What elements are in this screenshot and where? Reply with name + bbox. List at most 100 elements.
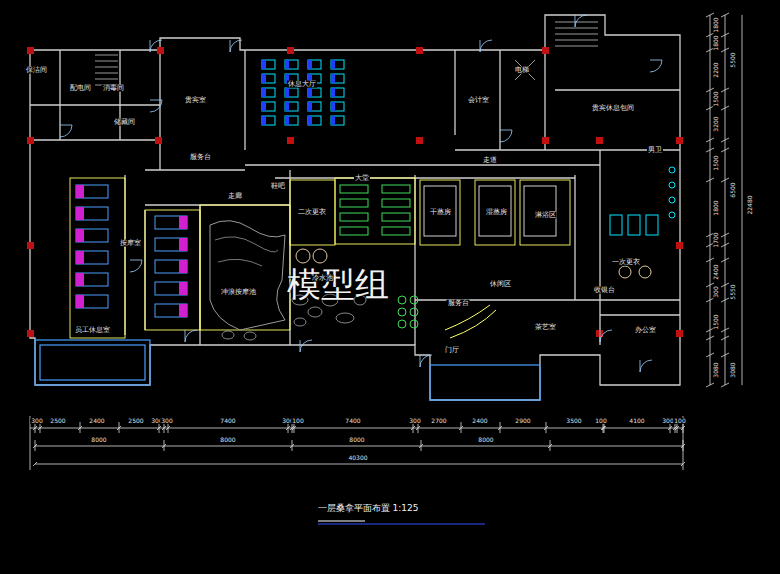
dimension-tick <box>706 148 729 152</box>
drawing-title: 一层桑拿平面布置 1:125 <box>317 504 420 513</box>
bench <box>340 227 368 235</box>
bench <box>340 185 368 193</box>
dimension-text: 100 <box>673 418 686 424</box>
massage-bed <box>76 251 108 264</box>
room-label: 休息大厅 <box>287 81 317 88</box>
dimension-tick <box>706 258 729 262</box>
door-swing <box>480 40 492 52</box>
lounge-chair <box>285 116 298 125</box>
room-label: 二次更衣 <box>297 209 327 216</box>
bed-pillow <box>76 251 84 264</box>
dimension-text: 2400 <box>88 418 105 424</box>
room-label: 消毒间 <box>102 85 125 92</box>
dimension-text: 8000 <box>90 437 107 443</box>
room-label: 员工休息室 <box>74 327 111 334</box>
dimension-text: 300 <box>408 418 421 424</box>
room-label: 按摩室 <box>119 240 142 247</box>
room-label: 湿蒸房 <box>485 209 508 216</box>
chair-back <box>308 88 312 97</box>
dimension-text: 4100 <box>628 418 645 424</box>
dimension-text: 1500 <box>713 313 719 330</box>
bench <box>382 213 410 221</box>
lounge-chair <box>285 102 298 111</box>
room-label: 鞋吧 <box>270 183 286 190</box>
chair-back <box>262 88 266 97</box>
bench <box>382 199 410 207</box>
dimension-tick <box>544 422 548 433</box>
chair-back <box>331 60 335 69</box>
room-label: 冲浪按摩池 <box>220 289 257 296</box>
chair-back <box>262 102 266 111</box>
lounge-chair <box>308 116 321 125</box>
dimension-text: 1800 <box>713 34 719 51</box>
massage-bed <box>155 216 187 229</box>
dimension-tick <box>706 138 729 142</box>
massage-bed <box>76 207 108 220</box>
bed-pillow <box>76 229 84 242</box>
bench <box>340 199 368 207</box>
lounge-chair <box>308 88 321 97</box>
dimension-text: 1800 <box>713 16 719 33</box>
dimension-text: 2400 <box>713 263 719 280</box>
bed-pillow <box>76 295 84 308</box>
room-label: 茶艺室 <box>534 324 557 331</box>
room-label: 办公室 <box>634 327 657 334</box>
watermark: 模型组 <box>286 267 390 303</box>
dimension-tick <box>33 462 37 466</box>
chair-back <box>285 102 289 111</box>
dimension-tick <box>78 422 82 433</box>
dimension-text: 2700 <box>430 418 447 424</box>
dimension-tick <box>706 383 729 387</box>
dimension-tick <box>33 440 37 451</box>
dimension-text: 3080 <box>713 361 719 378</box>
room-label: 贵宾室 <box>184 97 207 104</box>
door-swing <box>185 330 197 342</box>
chair-back <box>262 60 266 69</box>
sauna-bench <box>479 186 511 236</box>
sauna-bench <box>424 186 456 236</box>
room-label: 干蒸房 <box>429 209 452 216</box>
dimension-text: 5550 <box>730 283 736 300</box>
bed-pillow <box>179 304 187 317</box>
room-label: 收银台 <box>593 287 616 294</box>
lounge-chair <box>262 116 275 125</box>
dimension-tick <box>681 440 685 451</box>
room-label: 走道 <box>482 157 498 164</box>
dimension-tick <box>290 440 294 451</box>
dimension-text: 2900 <box>514 418 531 424</box>
door-swing <box>300 340 312 352</box>
bench <box>340 213 368 221</box>
door-swing <box>130 260 142 272</box>
sauna-bench <box>524 186 556 236</box>
chair-back <box>262 116 266 125</box>
dimension-text: 2500 <box>127 418 144 424</box>
room-label: 门厅 <box>444 347 460 354</box>
door-swing <box>650 60 662 72</box>
bed-pillow <box>179 282 187 295</box>
massage-bed <box>76 295 108 308</box>
dimension-text: 3200 <box>713 115 719 132</box>
dimension-text: 1800 <box>713 199 719 216</box>
dimension-text: 3080 <box>730 361 736 378</box>
massage-bed <box>155 282 187 295</box>
bed-pillow <box>179 238 187 251</box>
dimension-text: 5500 <box>730 51 736 68</box>
room-label: 休闲区 <box>489 281 512 288</box>
lounge-chair <box>308 102 321 111</box>
bench <box>382 227 410 235</box>
room-label: 贵宾休息包间 <box>591 105 635 112</box>
chair-back <box>308 60 312 69</box>
lounge-chair <box>262 60 275 69</box>
door-swing <box>60 125 72 137</box>
room-label: 服务台 <box>189 154 212 161</box>
door-swing <box>150 40 162 52</box>
dimension-text: 22480 <box>747 194 753 215</box>
lounge-chair <box>285 60 298 69</box>
lounge-chair <box>262 88 275 97</box>
dimension-text: 2500 <box>49 418 66 424</box>
massage-bed <box>76 273 108 286</box>
dimension-text: 40300 <box>347 455 368 461</box>
room-label: 服务台 <box>447 300 470 307</box>
room-label: 一次更衣 <box>611 259 641 266</box>
room-label: 男卫 <box>647 147 663 154</box>
